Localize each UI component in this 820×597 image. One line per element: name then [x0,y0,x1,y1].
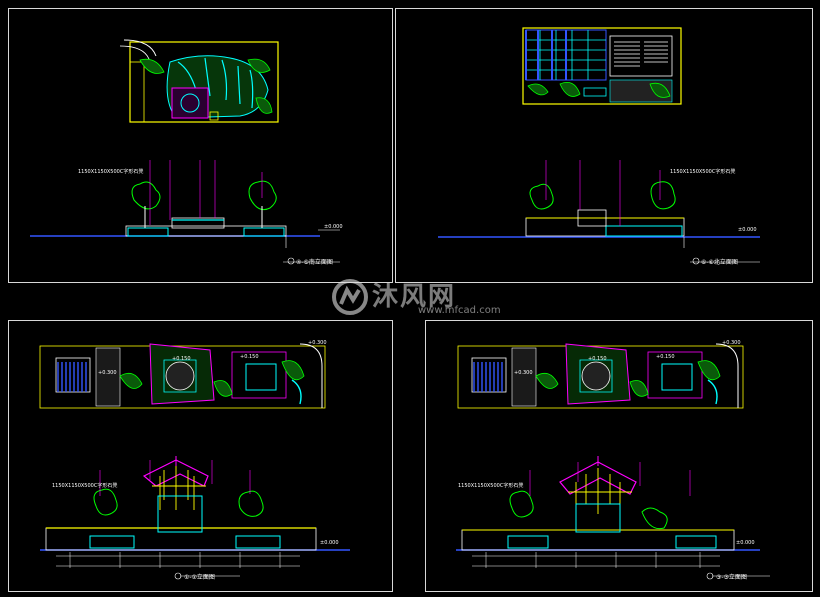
sheet-frame-1 [8,8,393,283]
sheet-frame-3 [8,320,393,592]
sheet1-plan [119,39,279,123]
sheet1-elevation-mark: ±0.000 [324,224,343,230]
sheet1-note: 1150X1150X500C字形石凳 [78,169,144,175]
watermark-url: www.mfcad.com [418,305,501,316]
sheet3-plan [39,343,326,409]
sheet4-level-2: +0.150 [588,356,607,362]
sheet4-level-4: +0.300 [722,340,741,346]
brand-logo-icon [332,279,368,315]
sheet2-elevation-mark: ±0.000 [738,227,757,233]
sheet2-elevation [438,160,760,265]
sheet3-note: 1150X1150X500C字形石凳 [52,483,118,489]
sheet1-elevation [30,160,340,265]
sheet-frame-2 [395,8,813,283]
watermark-brand: 沐风网 [372,282,457,312]
sheet3-title: ①-①立面图 [184,574,215,581]
sheet1-title: ④-⑤南立面图 [296,259,333,266]
sheet4-title: ③-③立面图 [716,574,747,581]
sheet4-level-1: +0.300 [514,370,533,376]
sheet4-elevation-mark: ±0.000 [736,540,755,546]
sheet3-level-2: +0.150 [172,356,191,362]
sheet3-level-4: +0.300 [308,340,327,346]
sheet2-note: 1150X1150X500C字形石凳 [670,169,736,175]
sheet-frame-4 [425,320,813,592]
sheet3-level-3: +0.150 [240,354,259,360]
sheet3-elevation-mark: ±0.000 [320,540,339,546]
sheet2-plan [522,27,682,105]
sheet4-elevation [456,456,770,580]
sheet4-level-3: +0.150 [656,354,675,360]
sheet4-plan [457,343,744,409]
sheet3-elevation [40,456,350,580]
sheet4-note: 1150X1150X500C字形石凳 [458,483,524,489]
sheet3-level-1: +0.300 [98,370,117,376]
sheet2-title: ⑥-⑥北立面图 [701,259,738,266]
